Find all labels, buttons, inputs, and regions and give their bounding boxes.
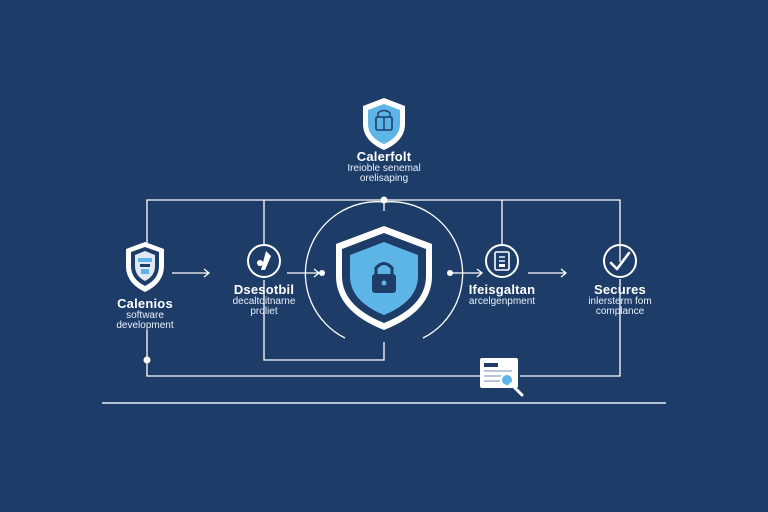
checkmark-icon [603,244,637,278]
node-5-label: Secures inlersterm fom complance [564,283,676,318]
arrows [172,268,568,278]
node-5-subtitle-1: inlersterm fom [588,295,652,307]
node-1-title: Calenios [117,296,173,311]
top-node-title: Calerfolt [356,149,412,164]
node-5-title: Secures [594,282,646,297]
top-node-subtitle-1: Ireioble senemal [347,162,421,174]
node-1-label: Calenios software development [90,297,200,332]
node-4-title: Ifeisgaltan [468,282,536,297]
node-2-label: Dsesotbil decaltoitnarne proliet [204,283,324,318]
left-drop-line [146,330,480,377]
shield-badge-icon [126,242,164,292]
top-node-label: Calerfolt Ireioble senemal orelisaping [314,150,454,185]
node-1-subtitle-1: software [126,309,164,321]
junction-dot [319,270,325,276]
junction-dot [380,196,388,204]
shield-icon [363,98,405,150]
node-4-label: Ifeisgaltan arcelgenpment [447,283,557,307]
document-search-icon [480,358,524,397]
junction-dot [447,270,453,276]
node-5-subtitle-2: complance [595,306,645,318]
junction-dots [143,196,453,364]
node-2-subtitle-2: proliet [250,306,278,318]
node-4-subtitle-1: arcelgenpment [468,295,536,307]
lock-shield-icon [336,226,432,330]
node-1-subtitle-2: development [116,320,174,332]
tool-icon [247,244,281,278]
arrow-1 [172,268,211,278]
arrow-4 [528,268,568,278]
bottom-loop-line [263,280,385,361]
right-drop-line [520,279,621,377]
arrow-2 [287,268,321,278]
junction-dot [143,356,151,364]
document-icon [485,244,519,278]
node-2-title: Dsesotbil [233,282,295,297]
node-2-subtitle-1: decaltoitnarne [232,295,296,307]
top-node-subtitle-2: orelisaping [359,173,409,185]
arrow-3 [452,268,484,278]
